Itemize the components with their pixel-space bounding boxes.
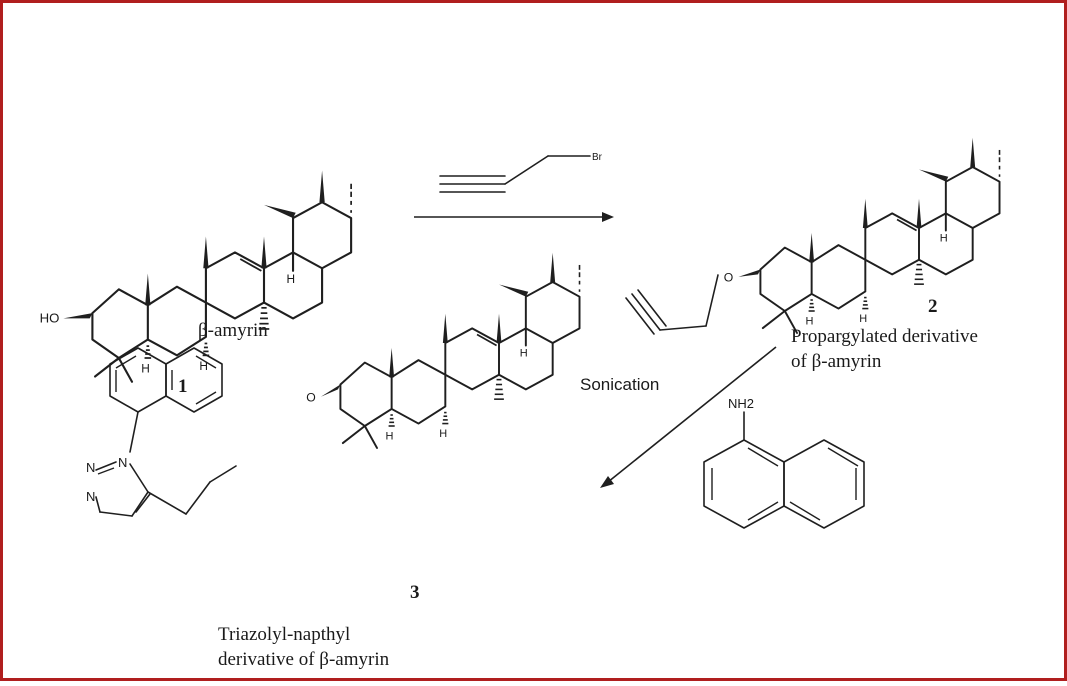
reagent-naphthylamine-structure: NH2 [703,396,865,529]
compound-2-propargyl-chain [625,274,719,335]
compound-1-hydroxyl-label: HO [40,310,60,325]
compound-2-propargylated-structure: O H H H [724,136,1001,334]
compound-3-name-line-2: derivative of β-amyrin [218,649,390,670]
compound-3-h9-label: H [439,428,447,440]
compound-3-triazolyl-structure: O H H H [306,251,581,449]
compound-3-h5-label: H [386,430,394,442]
compound-1-name: β-amyrin [198,320,268,341]
amine-nh2-label: NH2 [728,396,754,411]
compound-1-h18-label: H [286,272,295,286]
compound-2-name-line-1: Propargylated derivative [791,326,978,347]
compound-2-name-line-2: of β-amyrin [791,351,882,372]
compound-2-h18-label: H [940,232,948,244]
reagent-bromobutyne-structure: Br [439,152,603,193]
sonication-condition-label: Sonication [580,375,659,394]
compound-3-oxygen-label: O [306,391,315,405]
compound-1-number: 1 [178,376,188,397]
reaction-arrow-step-2 [600,346,777,488]
reagent-bromine-label: Br [592,152,603,163]
compound-3-h18-label: H [520,347,528,359]
compound-2-h9-label: H [859,313,867,325]
compound-1-h9-label: H [199,359,208,373]
compound-2-h5-label: H [806,315,814,327]
compound-2-oxygen-label: O [724,271,733,285]
triazole-n2-label: N [86,460,95,475]
compound-1-beta-amyrin-structure: HO H H H [40,169,353,383]
compound-3-triazole-naphthyl-group: N N N [86,347,237,517]
compound-2-number: 2 [928,296,938,317]
reaction-arrow-step-1 [414,212,614,222]
triazole-n3-label: N [86,489,95,504]
compound-3-number: 3 [410,582,420,603]
compound-1-h5-label: H [141,362,150,376]
triazole-n1-label: N [118,455,127,470]
compound-3-name-line-1: Triazolyl-napthyl [218,624,350,645]
